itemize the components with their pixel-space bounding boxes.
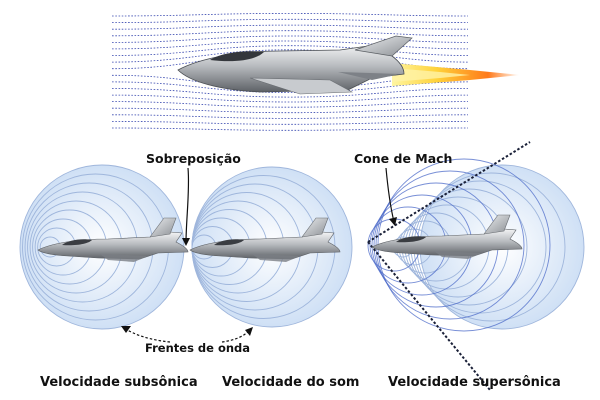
streamline <box>111 12 469 17</box>
sonic-caption: Velocidade do som <box>222 375 359 390</box>
wave-fronts-label: Frentes de onda <box>145 341 250 355</box>
streamline <box>111 24 469 30</box>
streamline <box>111 45 469 56</box>
streamline <box>111 101 469 108</box>
streamline <box>111 107 469 114</box>
streamline <box>111 18 469 23</box>
jet-fighter-icon <box>177 35 413 95</box>
airflow-streamlines <box>111 12 469 131</box>
afterburner-flame-icon <box>392 63 520 86</box>
supersonic-caption: Velocidade supersônica <box>388 375 561 390</box>
streamline <box>111 30 469 37</box>
streamline <box>111 35 469 43</box>
streamline <box>111 114 469 119</box>
streamline <box>111 52 469 70</box>
overlap-label: Sobreposição <box>146 151 241 166</box>
streamline <box>111 40 469 50</box>
streamline <box>111 127 469 131</box>
streamline <box>111 74 469 90</box>
subsonic-caption: Velocidade subsônica <box>40 375 198 390</box>
arrowheads <box>121 217 397 336</box>
streamline <box>111 88 469 98</box>
streamline <box>111 49 469 63</box>
mach-cone-label: Cone de Mach <box>354 151 452 166</box>
streamline <box>111 121 469 125</box>
streamline <box>111 94 469 103</box>
